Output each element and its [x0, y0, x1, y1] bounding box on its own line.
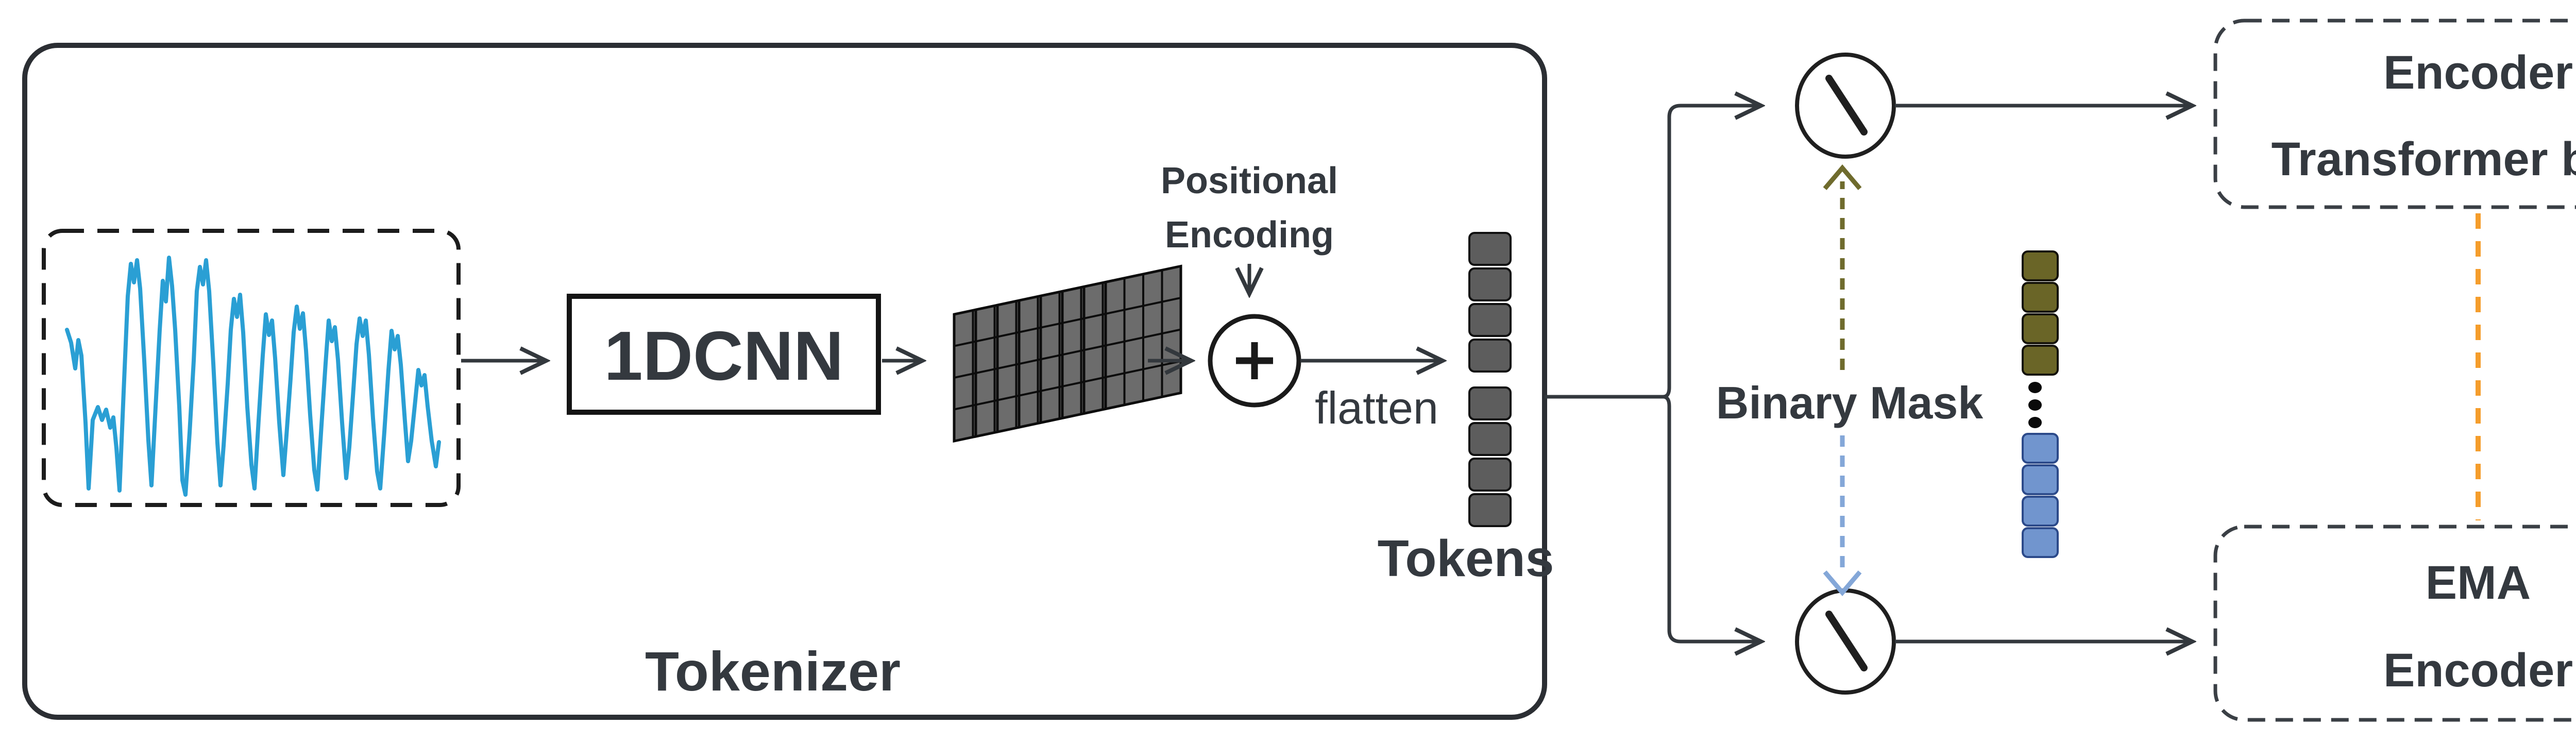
ema-encoder-box: EMA Encoder: [2213, 525, 2576, 722]
add-icon: [1208, 314, 1301, 408]
token-square: [1468, 386, 1512, 420]
ellipsis-dot: [2028, 399, 2042, 411]
binary-mask-arrow-down: [1823, 435, 1862, 596]
svg-text:Transformer block: Transformer block: [2272, 133, 2576, 185]
svg-text:Encoder: Encoder: [2383, 644, 2573, 697]
token-square: [1468, 232, 1512, 266]
ellipsis-dot: [2028, 382, 2042, 393]
mask-operator-bottom-icon: [1795, 588, 1896, 695]
tokenizer-title: Tokenizer: [645, 640, 901, 702]
positional-encoding-label: Positional Encoding: [1161, 160, 1338, 256]
token-square: [1468, 493, 1512, 527]
encoder-box: Encoder Transformer block: [2213, 19, 2576, 209]
svg-text:Encoder: Encoder: [2383, 46, 2573, 99]
ellipsis-dot: [2028, 417, 2042, 428]
mask-operator-top-icon: [1795, 53, 1896, 159]
tokens-label: Tokens: [1378, 530, 1554, 587]
token-square: [1468, 303, 1512, 337]
feature-map-stack-icon: [953, 264, 1182, 443]
binary-mask-arrow-up: [1823, 164, 1862, 370]
cnn-label: 1DCNN: [604, 317, 843, 395]
svg-text:Encoding: Encoding: [1165, 214, 1334, 256]
binary-mask-label: Binary Mask: [1716, 377, 1984, 428]
token-column: [1468, 232, 1512, 527]
feature-sheet: [1104, 264, 1182, 411]
svg-text:Positional: Positional: [1161, 160, 1338, 201]
context-mask-tokens: [2022, 250, 2059, 376]
token-square: [2022, 527, 2059, 558]
token-square: [2022, 433, 2059, 464]
token-square: [2022, 282, 2059, 313]
target-mask-tokens: [2022, 433, 2059, 558]
ellipsis-dots-icon: [2028, 382, 2042, 428]
branch-rail: [1545, 106, 1761, 642]
token-square: [2022, 464, 2059, 495]
token-square: [1468, 267, 1512, 301]
token-square: [2022, 345, 2059, 376]
token-square: [2022, 250, 2059, 281]
token-square: [2022, 496, 2059, 527]
input-signal-box: [42, 229, 461, 507]
signal-waveform-icon: [65, 256, 441, 497]
token-square: [2022, 313, 2059, 344]
flatten-label: flatten: [1315, 382, 1438, 433]
token-square: [1468, 339, 1512, 373]
cnn-box: 1DCNN: [567, 294, 881, 415]
svg-text:EMA: EMA: [2426, 556, 2531, 609]
token-square: [1468, 458, 1512, 492]
token-square: [1468, 422, 1512, 456]
